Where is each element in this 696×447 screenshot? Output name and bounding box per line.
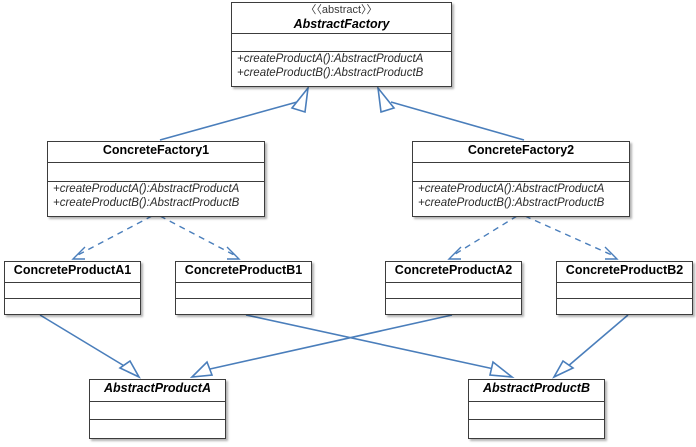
operation-item: +createProductA():AbstractProductA — [53, 183, 240, 195]
dependency-concretefactory1-concreteproducta1 — [71, 215, 153, 260]
operations-compartment-concrete-factory-1: +createProductA():AbstractProductA +crea… — [48, 182, 264, 216]
class-box-concrete-product-b2[interactable]: ConcreteProductB2 — [556, 261, 693, 315]
class-name-label: ConcreteProductB1 — [184, 263, 303, 277]
operations-compartment-concrete-product-a1 — [5, 299, 140, 314]
class-header-concrete-product-b1: ConcreteProductB1 — [176, 262, 311, 283]
operation-item: +createProductA():AbstractProductA — [418, 183, 605, 195]
class-box-concrete-product-b1[interactable]: ConcreteProductB1 — [175, 261, 312, 315]
class-name-label: ConcreteProductA1 — [13, 263, 132, 277]
attributes-compartment-abstract-product-a — [90, 402, 225, 420]
generalization-concreteproducta2-abstractproducta — [189, 314, 453, 379]
class-name-label: ConcreteProductB2 — [565, 263, 684, 277]
class-box-concrete-factory-1[interactable]: ConcreteFactory1 +createProductA():Abstr… — [47, 141, 265, 217]
attributes-compartment-concrete-factory-2 — [413, 163, 629, 182]
class-name-label: AbstractProductB — [483, 381, 590, 395]
operation-item: +createProductB():AbstractProductB — [418, 196, 605, 209]
operation-item: +createProductA():AbstractProductA — [237, 53, 424, 65]
class-header-concrete-product-a1: ConcreteProductA1 — [5, 262, 140, 283]
operations-compartment-abstract-product-a — [90, 420, 225, 438]
generalization-concreteproductb2-abstractproductb — [552, 314, 629, 379]
dependency-concretefactory2-concreteproductb2 — [524, 215, 619, 260]
class-name-label: AbstractFactory — [293, 17, 390, 31]
attributes-compartment-abstract-factory — [232, 34, 451, 52]
operations-compartment-concrete-product-a2 — [386, 299, 521, 314]
class-name-label: ConcreteFactory1 — [102, 143, 210, 157]
attributes-compartment-concrete-product-b2 — [557, 283, 692, 299]
class-name-label: ConcreteFactory2 — [467, 143, 575, 157]
class-box-concrete-product-a1[interactable]: ConcreteProductA1 — [4, 261, 141, 315]
attributes-compartment-concrete-product-a2 — [386, 283, 521, 299]
dependency-concretefactory2-concreteproducta2 — [447, 215, 518, 260]
attributes-compartment-abstract-product-b — [469, 402, 604, 420]
attributes-compartment-concrete-product-b1 — [176, 283, 311, 299]
class-box-abstract-factory[interactable]: 〈〈abstract〉〉 AbstractFactory +createProd… — [231, 2, 452, 87]
attributes-compartment-concrete-factory-1 — [48, 163, 264, 182]
class-box-abstract-product-b[interactable]: AbstractProductB — [468, 379, 605, 439]
generalization-concretefactory1-abstractfactory — [159, 85, 310, 141]
stereotype-label: 〈〈abstract〉〉 — [305, 4, 378, 16]
class-header-concrete-factory-2: ConcreteFactory2 — [413, 142, 629, 163]
class-name-label: ConcreteProductA2 — [394, 263, 513, 277]
class-box-concrete-product-a2[interactable]: ConcreteProductA2 — [385, 261, 522, 315]
class-header-abstract-product-a: AbstractProductA — [90, 380, 225, 402]
class-header-concrete-product-b2: ConcreteProductB2 — [557, 262, 692, 283]
class-name-label: AbstractProductA — [104, 381, 211, 395]
operation-item: +createProductB():AbstractProductB — [53, 196, 240, 209]
attributes-compartment-concrete-product-a1 — [5, 283, 140, 299]
operations-compartment-abstract-product-b — [469, 420, 604, 438]
generalization-concretefactory2-abstractfactory — [376, 85, 525, 141]
class-box-concrete-factory-2[interactable]: ConcreteFactory2 +createProductA():Abstr… — [412, 141, 630, 217]
operations-compartment-concrete-product-b2 — [557, 299, 692, 314]
generalization-concreteproductb1-abstractproductb — [245, 314, 515, 379]
operation-item: +createProductB():AbstractProductB — [237, 66, 424, 79]
operations-compartment-abstract-factory: +createProductA():AbstractProductA +crea… — [232, 52, 451, 86]
operations-compartment-concrete-factory-2: +createProductA():AbstractProductA +crea… — [413, 182, 629, 216]
class-header-concrete-product-a2: ConcreteProductA2 — [386, 262, 521, 283]
class-box-abstract-product-a[interactable]: AbstractProductA — [89, 379, 226, 439]
generalization-concreteproducta1-abstractproducta — [39, 314, 141, 379]
class-header-abstract-product-b: AbstractProductB — [469, 380, 604, 402]
class-header-abstract-factory: 〈〈abstract〉〉 AbstractFactory — [232, 3, 451, 34]
dependency-concretefactory1-concreteproductb1 — [159, 215, 241, 260]
operations-compartment-concrete-product-b1 — [176, 299, 311, 314]
class-header-concrete-factory-1: ConcreteFactory1 — [48, 142, 264, 163]
